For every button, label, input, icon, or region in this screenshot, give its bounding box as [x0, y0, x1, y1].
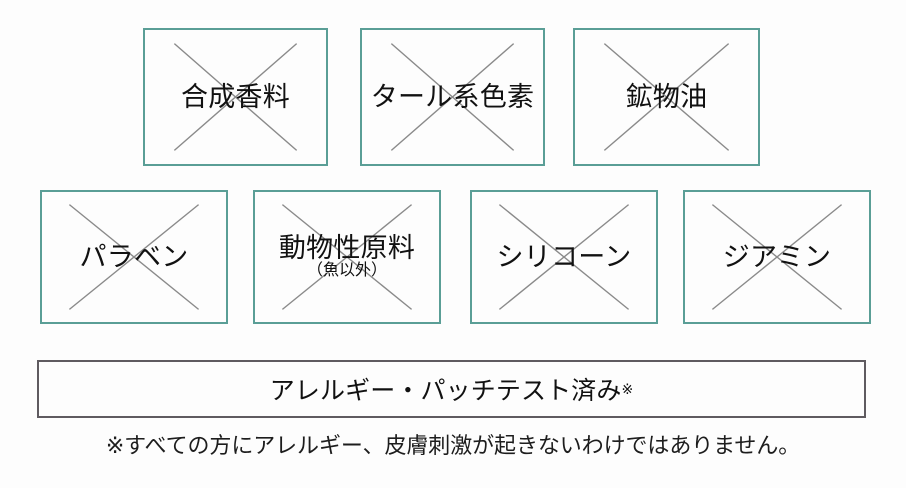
ingredient-sublabel: （魚以外） — [306, 262, 387, 280]
ingredient-box-diamine: ジアミン — [683, 190, 871, 324]
ingredient-box-mineral-oil: 鉱物油 — [573, 28, 760, 166]
ingredient-box-silicone: シリコーン — [470, 190, 658, 324]
ingredient-label-wrap: ジアミン — [722, 241, 832, 272]
ingredient-label: 合成香料 — [180, 81, 291, 112]
ingredient-label: シリコーン — [496, 241, 632, 272]
ingredient-box-synthetic-fragrance: 合成香料 — [143, 28, 328, 166]
ingredient-box-animal-derived: 動物性原料 （魚以外） — [253, 190, 441, 324]
ingredient-label-wrap: 鉱物油 — [625, 81, 708, 112]
ingredient-label: 鉱物油 — [625, 81, 708, 112]
ingredient-label-wrap: 動物性原料 （魚以外） — [279, 234, 415, 280]
ingredient-label: 動物性原料 — [278, 232, 416, 263]
patch-test-banner: アレルギー・パッチテスト済み※ — [37, 360, 866, 418]
ingredient-box-tar-dye: タール系色素 — [360, 28, 545, 166]
ingredient-box-paraben: パラベン — [40, 190, 228, 324]
patch-test-banner-text: アレルギー・パッチテスト済み — [269, 377, 622, 405]
ingredient-label-wrap: シリコーン — [496, 241, 632, 272]
disclaimer-text: ※すべての方にアレルギー、皮膚刺激が起きないわけではありません。 — [105, 433, 801, 458]
ingredient-label: パラベン — [79, 241, 189, 272]
ingredient-label-wrap: 合成香料 — [180, 81, 291, 112]
ingredient-label: タール系色素 — [370, 81, 535, 112]
reference-mark: ※ — [621, 381, 634, 397]
ingredient-label-wrap: パラベン — [79, 241, 189, 272]
ingredient-label-wrap: タール系色素 — [370, 81, 535, 112]
ingredient-label: ジアミン — [722, 241, 832, 272]
